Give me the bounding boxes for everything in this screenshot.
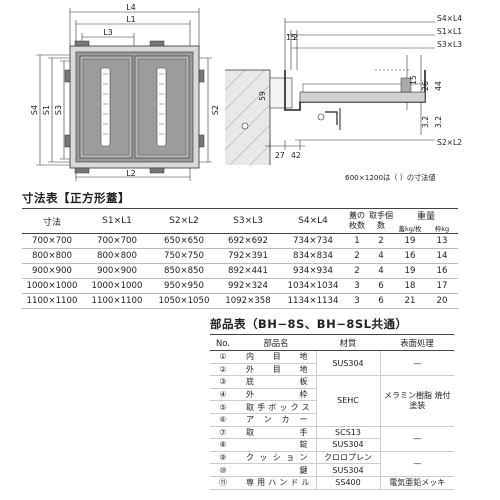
label-15b: 15 (409, 75, 418, 85)
col-handles: 取手個数 (368, 208, 394, 234)
plan-view-drawing: L4 L1 L3 L2 S4 S1 S3 S2 (30, 3, 220, 181)
table-row: ⑦ 取手 SCS13 — (210, 426, 454, 452)
table-row: ⑩ 鍵 SUS304 (210, 463, 454, 477)
label-42: 42 (291, 151, 301, 160)
col-lids: 蓋の枚数 (346, 208, 368, 234)
note-600x1200: 600×1200は（ ）の寸法値 (345, 173, 436, 182)
section-view-drawing: S4×L4 S1×L1 S3×L3 S2×L2 15 2 59 15 26 44… (225, 14, 462, 182)
label-s1: S1 (42, 105, 51, 115)
table-row: ⑪ 専用ハンドル SS400 電気亜鉛メッキ (210, 476, 454, 490)
label-3-2b: 3.2 (434, 116, 443, 128)
label-l2: L2 (126, 169, 136, 178)
label-2: 2 (293, 33, 298, 42)
label-l3: L3 (103, 28, 113, 37)
table-row: ⑧ 錠 SUS304 (210, 438, 454, 452)
col-s1l1: S1×L1 (82, 208, 152, 234)
table-row: ⑨ クッション クロロプレン — (210, 451, 454, 477)
table-row: ① 内目地 SUS304 — (210, 350, 454, 377)
table-row: ③ 底板 SEHC メラミン樹脂 焼付塗装 (210, 375, 454, 427)
label-s4: S4 (30, 105, 39, 115)
table-row: ④ 外枠 (210, 388, 454, 402)
label-s2: S2 (211, 105, 220, 115)
col-material: 材質 (316, 334, 380, 351)
col-s3l3: S3×L3 (216, 208, 280, 234)
label-s2l2: S2×L2 (437, 138, 462, 147)
label-l4: L4 (126, 3, 136, 12)
label-15: 15 (286, 33, 296, 42)
label-s4l4: S4×L4 (437, 14, 462, 23)
table-row: ② 外目地 (210, 363, 454, 377)
label-27: 27 (275, 151, 285, 160)
label-l1: L1 (126, 15, 136, 24)
col-weight: 重量 (394, 207, 458, 223)
table-row: ⑤ 取手ボックス (210, 400, 454, 414)
col-name: 部品名 (236, 334, 316, 351)
col-size: 寸法 (22, 208, 82, 234)
dimension-table: 寸法 S1×L1 S2×L2 S3×L3 S4×L4 蓋の枚数 取手個数 重量 … (22, 207, 458, 309)
table-row: ⑥ アンカー (210, 413, 454, 427)
dim-table-title: 寸法表【正方形蓋】 (22, 191, 130, 205)
col-s2l2: S2×L2 (152, 208, 216, 234)
col-no: No. (210, 334, 236, 351)
col-weight-lid: 蓋kg/枚 (394, 222, 426, 234)
label-s3: S3 (54, 105, 63, 115)
col-weight-frame: 枠kg (426, 222, 458, 234)
label-44: 44 (434, 81, 443, 91)
label-26: 26 (421, 81, 430, 91)
parts-table-title: 部品表（BH−8S、BH−8SL共通） (210, 317, 408, 331)
col-finish: 表面処理 (380, 334, 454, 351)
label-s1l1: S1×L1 (437, 27, 462, 36)
parts-table: No. 部品名 材質 表面処理 ① 内目地 SUS304 — ② 外目地 ③ 底… (210, 334, 454, 490)
label-s3l3: S3×L3 (437, 40, 462, 49)
label-59: 59 (258, 91, 267, 101)
col-s4l4: S4×L4 (280, 208, 346, 234)
label-3-2a: 3.2 (421, 116, 430, 128)
